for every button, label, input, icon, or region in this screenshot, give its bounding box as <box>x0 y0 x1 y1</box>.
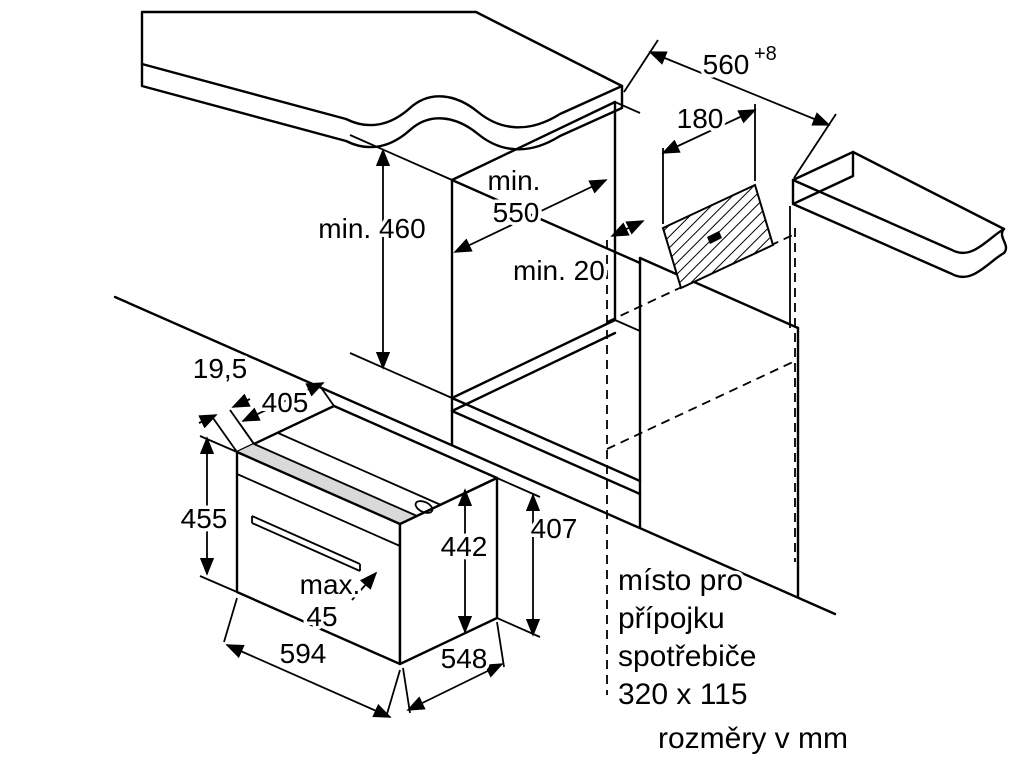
dimension-arrow <box>610 220 645 237</box>
niche-floor-stub <box>614 319 641 332</box>
oven-top-front-strip <box>237 444 417 524</box>
dim-niche-height-label: min. 460 <box>318 213 425 244</box>
dim-rear-gap-label: min. 20 <box>513 255 605 286</box>
dim-top-depth-label: 405 <box>262 387 309 418</box>
niche-floor-edge <box>450 318 617 400</box>
dim-niche-depth-value: 550 <box>493 197 540 228</box>
dim-handle-word: max. <box>300 569 361 600</box>
oven-top-strip-line2 <box>277 432 442 506</box>
vent-marker <box>707 231 722 244</box>
niche-ceiling-stub <box>614 101 641 114</box>
right-countertop-surface <box>791 150 1006 255</box>
dim-handle-clearance: max. 45 <box>296 566 378 636</box>
dashed-bottom-line <box>606 360 796 450</box>
dim-top-depth: 405 <box>239 382 335 445</box>
dim-niche-width-label: 560 <box>703 49 750 80</box>
dim-handle-value: 45 <box>306 601 337 632</box>
appliance-cabinet <box>638 206 800 599</box>
dim-vent-depth: 180 <box>661 100 757 224</box>
cabinet-top-front-edge <box>638 256 800 330</box>
connection-note-line1: místo pro <box>618 564 743 597</box>
right-countertop-edge <box>791 150 1008 279</box>
units-note: rozměry v mm <box>658 722 848 755</box>
niche-top-rail <box>450 178 642 265</box>
left-countertop <box>140 10 624 151</box>
dim-niche-width: 560 +8 <box>623 40 837 179</box>
dim-niche-depth: min. 550 <box>453 162 608 253</box>
dimension-arrow <box>198 414 218 429</box>
leader-arrow <box>351 571 378 601</box>
connection-note-line4: 320 x 115 <box>618 678 748 711</box>
niche-cabinet <box>450 100 642 530</box>
dim-rear-height: 407 <box>496 477 581 638</box>
connection-note-line2: přípojku <box>618 602 725 635</box>
dimension-arrow <box>406 663 504 711</box>
dim-niche-height: min. 460 <box>315 134 453 399</box>
left-countertop-surface <box>140 10 624 129</box>
connection-note-line3: spotřebiče <box>618 640 756 673</box>
dimension-arrow <box>453 179 608 253</box>
dim-rear-gap: min. 20 <box>510 220 645 290</box>
dim-front-height: 455 <box>177 435 238 593</box>
dim-top-front-offset-label: 19,5 <box>193 353 248 384</box>
dim-appliance-depth-label: 548 <box>441 643 488 674</box>
dimension-arrow <box>648 51 831 126</box>
dim-vent-depth-label: 180 <box>677 103 724 134</box>
oven-control-panel-line <box>236 473 401 547</box>
dim-rear-height-label: 407 <box>531 513 578 544</box>
niche-ceiling-edge <box>450 100 617 182</box>
niche-bottom-rail <box>450 396 642 496</box>
dim-appliance-depth: 548 <box>402 621 505 714</box>
floor-line <box>113 295 837 616</box>
dim-top-front-offset: 19,5 <box>189 350 255 453</box>
left-countertop-edge <box>140 62 624 151</box>
dim-front-height-label: 455 <box>181 503 228 534</box>
oven-handle <box>251 515 361 572</box>
dimension-arrow <box>241 382 325 422</box>
dim-appliance-width: 594 <box>223 597 401 718</box>
dimension-arrow <box>661 109 757 154</box>
dimension-arrow <box>225 644 392 718</box>
oven <box>235 404 499 666</box>
extension-line <box>349 134 453 399</box>
connection-note: místo pro přípojku spotřebiče 320 x 115 <box>615 561 760 715</box>
dim-niche-depth-word: min. <box>488 165 541 196</box>
oven-top-strip-line1 <box>253 443 418 517</box>
dimension-arrow <box>231 393 251 408</box>
oven-side-vent-hole <box>414 500 434 514</box>
dim-appliance-width-label: 594 <box>280 638 327 669</box>
niche-floor-thickness <box>450 331 617 413</box>
vent-cutout <box>661 183 775 290</box>
dim-niche-width-tolerance: +8 <box>754 43 777 65</box>
dim-body-height-label: 442 <box>441 531 488 562</box>
dim-body-height: 442 <box>437 488 491 634</box>
right-countertop <box>791 150 1008 279</box>
